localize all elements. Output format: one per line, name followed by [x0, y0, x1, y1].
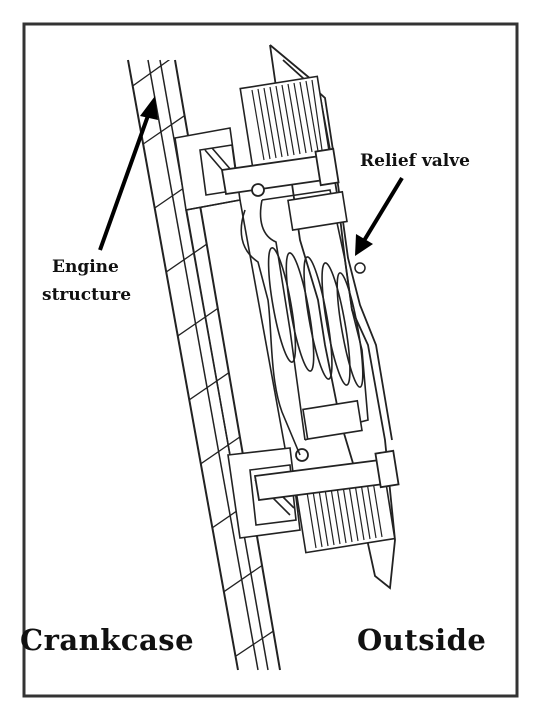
- bolt-upper: [220, 147, 340, 197]
- housing-body: [185, 199, 286, 456]
- relief-valve-arrow: [355, 176, 404, 256]
- relief-valve-label: Relief valve: [360, 151, 470, 171]
- coil-spring: [267, 247, 364, 388]
- fins-upper: [239, 75, 331, 169]
- engine-structure-label-line1: Engine: [52, 257, 119, 277]
- pivot-pin: [354, 262, 366, 274]
- engine-structure-label-line2: structure: [42, 285, 132, 305]
- outer-frame: [22, 22, 519, 698]
- spring-housing: [240, 189, 369, 456]
- outside-label: Outside: [357, 623, 487, 657]
- engine-structure-arrow: [98, 96, 158, 251]
- crankcase-label: Crankcase: [20, 623, 195, 657]
- bolt-lower: [253, 448, 400, 502]
